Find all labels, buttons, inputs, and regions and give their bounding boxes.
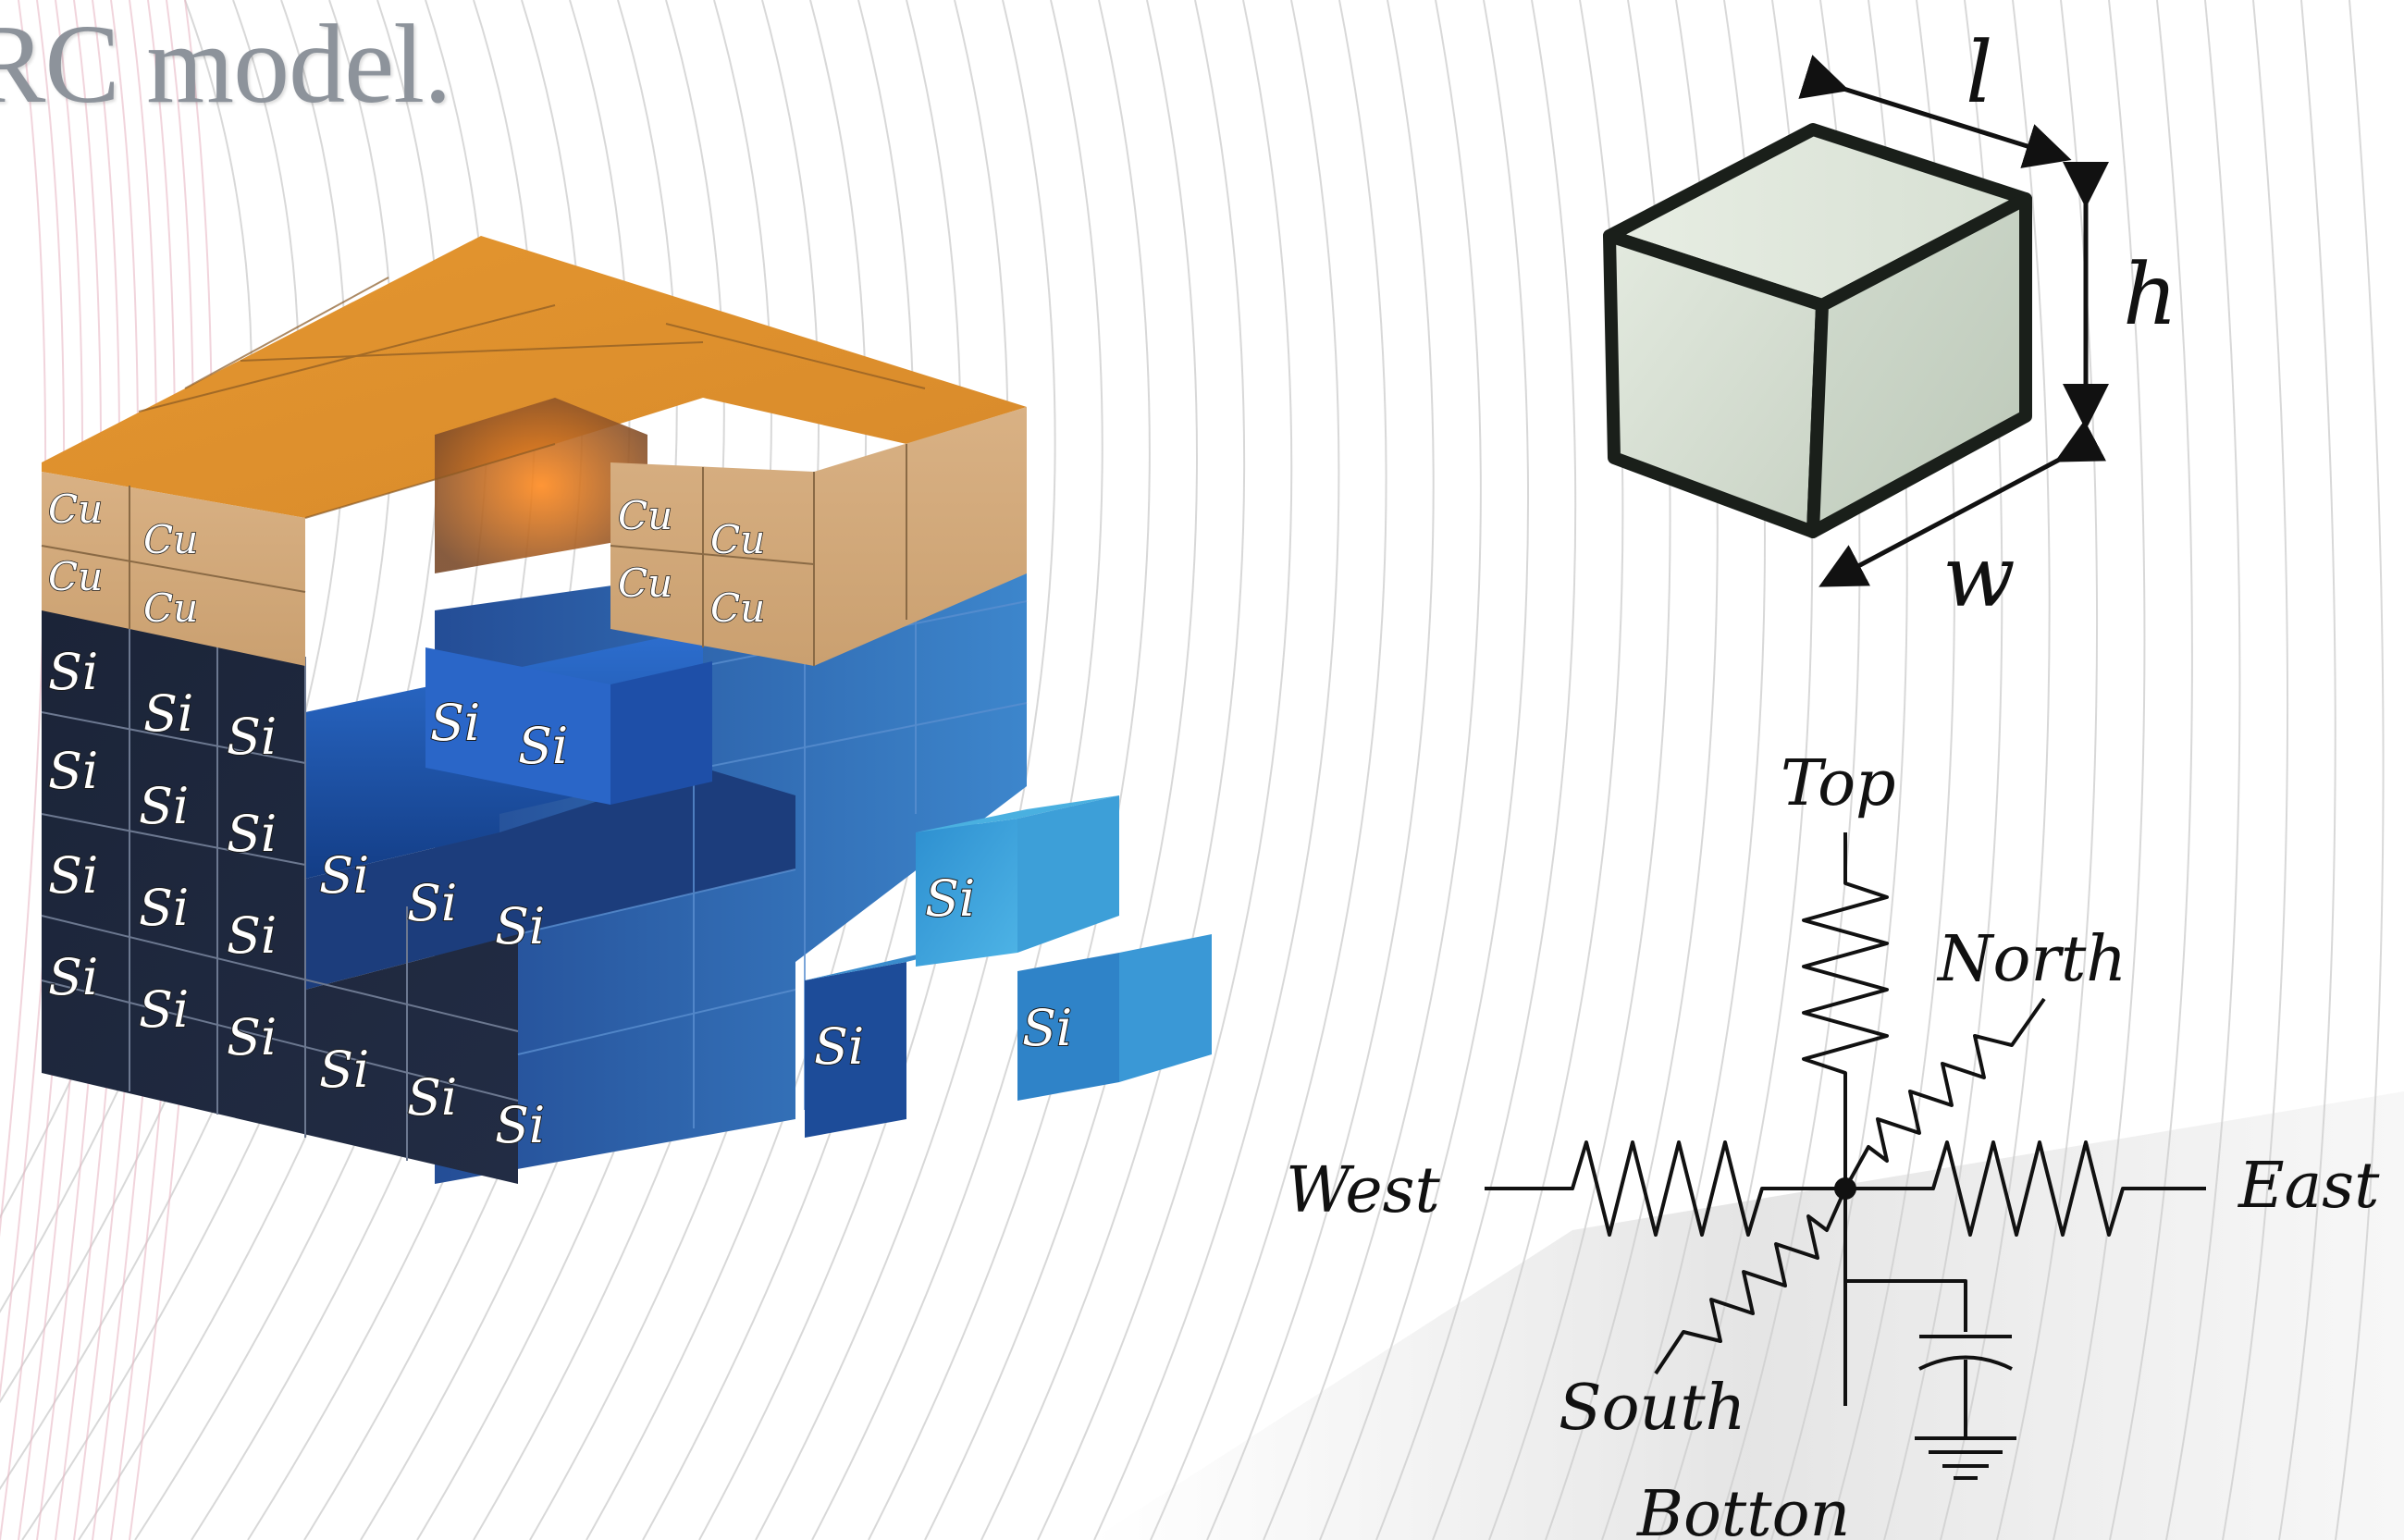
si-label: Si [407,874,457,932]
si-label: Si [495,1096,545,1154]
bottom-label: Botton [1635,1478,1850,1540]
si-inner-cube-front [425,647,610,805]
si-step-labels: Si Si Si [813,869,1073,1077]
south-resistor [1654,1188,1847,1375]
si-label: Si [319,846,369,905]
background-line [0,0,47,1238]
si-inner-cube-side [610,661,712,805]
si-label: Si [814,1017,864,1076]
si-step-upper-top [916,795,1119,832]
si-label: Si [227,1008,277,1066]
background-line [1037,0,1293,1540]
cu-label: Cu [48,554,103,599]
background-line [811,0,1103,1540]
si-label: Si [139,879,189,937]
east-label: East [2237,1150,2380,1223]
north-resistor [1843,997,2046,1189]
length-label: l [1966,23,1992,122]
si-label: Si [227,708,277,766]
cu-top-surface [42,236,1027,518]
width-arrow [1818,420,2107,587]
si-label: Si [430,694,480,752]
south-label: South [1559,1372,1745,1445]
si-label: Si [407,1068,457,1127]
si-label: Si [227,805,277,863]
cu-top-grid [138,277,926,519]
si-inner-floor [305,768,795,990]
background-line [1940,0,2051,1540]
si-label: Si [518,717,568,775]
top-resistor [1802,832,1889,1189]
background-line [980,0,1246,1540]
cu-label: Cu [48,487,103,532]
si-inner-labels: Si Si [429,693,569,776]
cu-label: Cu [618,493,672,538]
si-label: Si [227,906,277,965]
background-line [1375,0,1577,1540]
background-line [755,0,1056,1540]
si-label: Si [495,897,545,955]
si-label: Si [143,684,193,743]
cu-label: Cu [710,517,765,562]
si-label: Si [139,777,189,835]
background-line [1093,0,1340,1540]
width-label: w [1942,527,2016,626]
center-node [1834,1177,1856,1200]
si-label: Si [1022,999,1072,1057]
background-line [2278,0,2336,1540]
si-front-wall [42,606,518,1184]
background-line [2109,0,2193,1540]
capacitor-wire [1845,1279,1967,1332]
background-line [1319,0,1530,1540]
si-label: Si [48,948,98,1006]
si-step-upper-front [916,819,1017,967]
background-line [1150,0,1387,1540]
east-resistor [1845,1140,2206,1237]
background-line [1206,0,1435,1540]
capacitor-plate-bottom [1918,1355,2013,1371]
circuit-wires [1485,832,2206,1480]
cu-label: Cu [618,561,672,606]
si-label: Si [925,869,975,928]
background-line [1263,0,1482,1540]
cu-labels: Cu Cu Cu Cu Cu Cu Cu Cu [47,486,766,632]
cube-dimension-arrows [1798,55,2109,587]
background-line [2165,0,2241,1540]
cu-label: Cu [710,585,765,631]
north-label: North [1936,923,2127,996]
background-line [2335,0,2385,1540]
si-label: Si [48,643,98,701]
background-line [924,0,1198,1540]
si-label: Si [139,980,189,1039]
si-step-upper-side [1017,795,1119,953]
si-step-lower-front [805,962,906,1138]
cu-label: Cu [143,585,198,631]
west-label: West [1286,1154,1440,1227]
si-front-labels: Si Si Si Si Si Si Si Si Si Si Si Si Si S… [47,642,546,1155]
slide-title: RC model. [0,2,452,127]
background-line [2053,0,2146,1540]
length-arrow [1798,55,2072,168]
cu-label: Cu [143,517,198,562]
si-label: Si [319,1041,369,1099]
cu-notch [435,398,647,573]
west-resistor [1485,1140,1845,1237]
si-label: Si [48,742,98,800]
si-front-grid [41,624,519,1161]
background-line [868,0,1151,1540]
si-step-right-front [1017,953,1119,1101]
background-line [2222,0,2289,1540]
si-label: Si [48,846,98,905]
top-label: Top [1781,747,1896,820]
si-step-right-side [1119,934,1212,1082]
cu-front-right [610,407,1027,666]
height-label: h [2123,245,2177,344]
